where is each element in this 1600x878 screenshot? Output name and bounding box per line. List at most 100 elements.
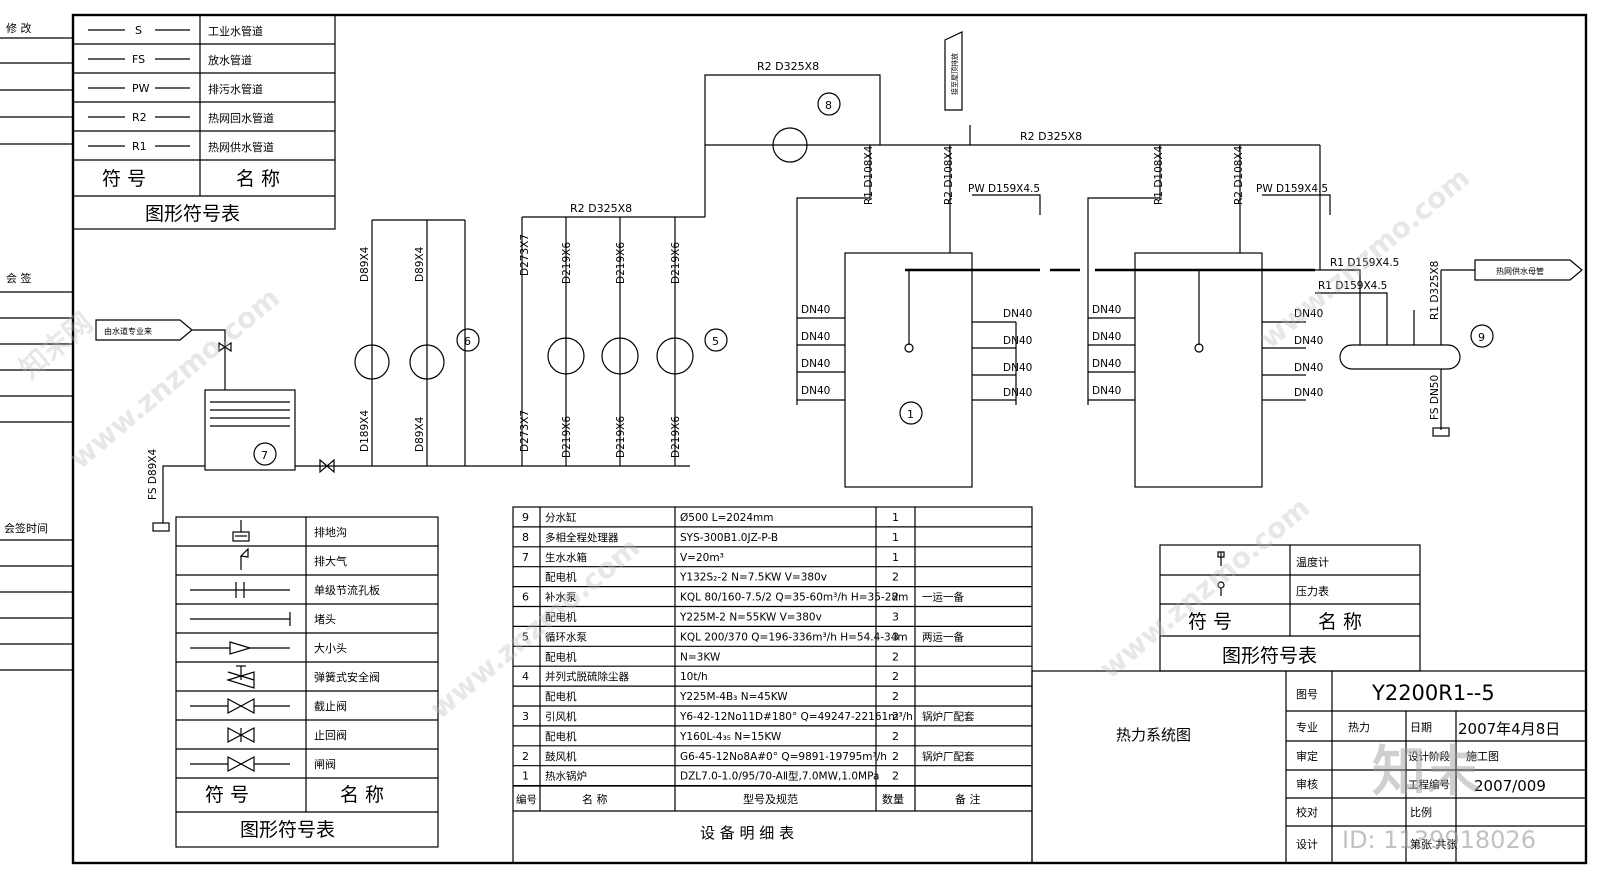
reducer-icon [190,641,290,655]
equipment-cell-name: 配电机 [545,650,577,663]
d219-label-3: D219X6 [670,242,682,284]
legend-right-name-1: 压力表 [1296,584,1329,598]
project-no-label: 工程编号 [1408,778,1450,791]
legend-left-table: 排地沟 排大气 单级节流孔板 堵头 大小头 弹簧式安全阀 截止阀 止回阀 闸阀 … [175,516,439,848]
d273-label-2: D273X7 [519,410,531,452]
equipment-header-spec: 型号及规范 [743,792,798,806]
fs-d89-label: FS D89X4 [147,449,159,500]
d273-label-1: D273X7 [519,234,531,276]
legend-left-col-name: 名 称 [340,784,384,806]
left-margin-table: 修 改 会 签 会签时间 [0,21,73,671]
equipment-cell-spec: KQL 80/160-7.5/2 Q=35-60m³/h H=35-28m [680,592,908,604]
legend-name-s: 工业水管道 [208,24,263,38]
b2-r2-label: R2 D108X4 [1233,145,1245,205]
equipment-cell-qty: 2 [892,690,899,703]
dn40-b1-l1: DN40 [801,304,830,316]
equipment-header-note: 备 注 [955,792,981,806]
equipment-cell-no: 5 [522,630,529,643]
tag-9: 9 [1478,331,1485,344]
title-block: 热力系统图 图号 Y2200R1--5 专业 热力 日期 2007年4月8日 审… [1031,670,1587,864]
vent-atmosphere-icon [239,547,249,570]
vent-label: 接至屋顶排放 [950,53,959,95]
orifice-plate-icon [190,582,290,598]
legend-left-name-8: 闸阀 [314,757,336,771]
legend-left-name-2: 单级节流孔板 [314,583,380,597]
date-label: 日期 [1410,721,1432,734]
countersign-time-label: 会签时间 [4,521,48,535]
check-valve-icon [227,726,255,744]
b1-pw-label: PW D159X4.5 [968,183,1040,195]
equipment-cell-name: 补水泵 [545,591,577,604]
equipment-cell-spec: N=3KW [680,651,721,663]
equipment-cell-name: 热水锅炉 [545,770,587,783]
equipment-cell-no: 8 [522,531,529,544]
legend-left-name-3: 堵头 [314,612,336,626]
legend-right-col-symbol: 符 号 [1188,611,1232,633]
equipment-cell-no: 4 [522,670,529,683]
watermark-site-2: www.znzmo.com [423,531,646,725]
equipment-cell-qty: 3 [892,630,899,643]
r2-main-label: R2 D325X8 [1020,130,1082,143]
legend-left-footer: 图形符号表 [240,819,335,841]
equipment-footer: 设 备 明 细 表 [700,824,794,842]
drawing-title: 热力系统图 [1116,726,1191,744]
equipment-cell-spec: Y6-42-12No11D#180° Q=49247-22161m³/h [679,711,913,723]
tag-1: 1 [907,408,914,421]
equipment-header-qty: 数量 [882,793,904,806]
globe-valve-icon [190,697,290,715]
equipment-cell-spec: Y225M-2 N=55KW V=380v [679,612,822,624]
equipment-cell-note: 锅炉厂配套 [922,750,975,763]
dn40-b2-l1: DN40 [1092,304,1121,316]
equipment-cell-qty: 2 [892,571,899,584]
equipment-cell-name: 配电机 [545,611,577,624]
equipment-cell-spec: Y132S₂-2 N=7.5KW V=380v [679,572,827,584]
legend-left-name-1: 排大气 [314,554,347,568]
equipment-cell-qty: 2 [892,710,899,723]
legend-code-pw: PW [132,82,150,95]
heat-supply-label: 热网供水母管 [1496,266,1544,276]
d89-label-1: D89X4 [359,246,371,282]
water-supply-arrow [95,319,193,341]
legend-left-name-5: 弹簧式安全阀 [314,670,380,684]
legend-right-name-0: 温度计 [1296,555,1329,569]
r2-top-label: R2 D325X8 [757,60,819,73]
dn40-b1-l3: DN40 [801,358,830,370]
equipment-cell-qty: 2 [892,650,899,663]
countersign-label: 会 签 [6,271,32,285]
sheet-label: 第张 共张 [1410,837,1458,851]
d189-label-1: D189X4 [359,410,371,452]
legend-left-name-0: 排地沟 [314,525,347,539]
dn40-b1-l2: DN40 [801,331,830,343]
watermark-logo: 知末 [1372,740,1480,803]
dn40-b1-r1: DN40 [1003,308,1032,320]
drawing-no-label: 图号 [1296,688,1318,701]
equipment-cell-name: 配电机 [545,571,577,584]
dn40-b2-r4: DN40 [1294,387,1323,399]
heat-supply-arrow [1474,259,1583,281]
b2-pw-label: PW D159X4.5 [1256,183,1328,195]
fs-dn50-label: FS DN50 [1429,375,1441,420]
discipline: 热力 [1348,721,1370,734]
dn40-b2-r3: DN40 [1294,362,1323,374]
drawing-no: Y2200R1--5 [1371,681,1495,705]
pressure-gauge-icon [1217,581,1225,596]
tag-7: 7 [261,449,268,462]
equipment-cell-name: 循环水泵 [545,630,587,643]
equipment-cell-spec: G6-45-12No8A#0° Q=9891-19795m³/h [680,751,887,763]
equipment-cell-spec: KQL 200/370 Q=196-336m³/h H=54.4-34m [680,631,908,643]
r1-d325-label: R1 D325X8 [1429,261,1441,320]
legend-code-r2: R2 [132,111,147,124]
equipment-cell-qty: 3 [892,611,899,624]
equipment-cell-name: 鼓风机 [545,750,577,763]
equipment-cell-qty: 2 [892,730,899,743]
watermark-site-1: www.znzmo.com [63,281,286,475]
equipment-cell-qty: 2 [892,770,899,783]
equipment-cell-name: 引风机 [545,710,577,723]
legend-left-name-7: 止回阀 [314,728,347,742]
dn40-b2-r2: DN40 [1294,335,1323,347]
legend-top-footer: 图形符号表 [145,203,240,225]
legend-top-table: S 工业水管道 FS 放水管道 PW 排污水管道 R2 热网回水管道 R1 热网… [72,14,336,230]
tag-5: 5 [712,335,719,348]
